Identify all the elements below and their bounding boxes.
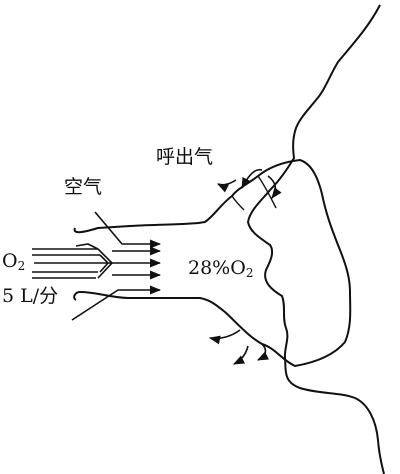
head-profile-outline	[246, 4, 385, 474]
inflow-arrows	[34, 211, 162, 321]
mask-inner-edge	[231, 175, 277, 211]
oxygen-nozzle	[32, 243, 114, 279]
exhaled-gas-arrows	[208, 168, 282, 365]
label-concentration-subscript: 2	[245, 266, 254, 280]
label-oxygen: O2	[2, 250, 26, 273]
label-oxygen-symbol: O	[2, 250, 18, 272]
label-concentration-text: 28%O	[188, 257, 246, 279]
mask-body-outline	[73, 158, 352, 368]
label-oxygen-concentration: 28%O2	[188, 257, 254, 280]
label-air: 空气	[64, 176, 103, 198]
label-flow-rate: 5 L/分	[2, 285, 59, 307]
label-oxygen-subscript: 2	[17, 259, 26, 273]
label-exhaled-gas: 呼出气	[156, 146, 214, 168]
